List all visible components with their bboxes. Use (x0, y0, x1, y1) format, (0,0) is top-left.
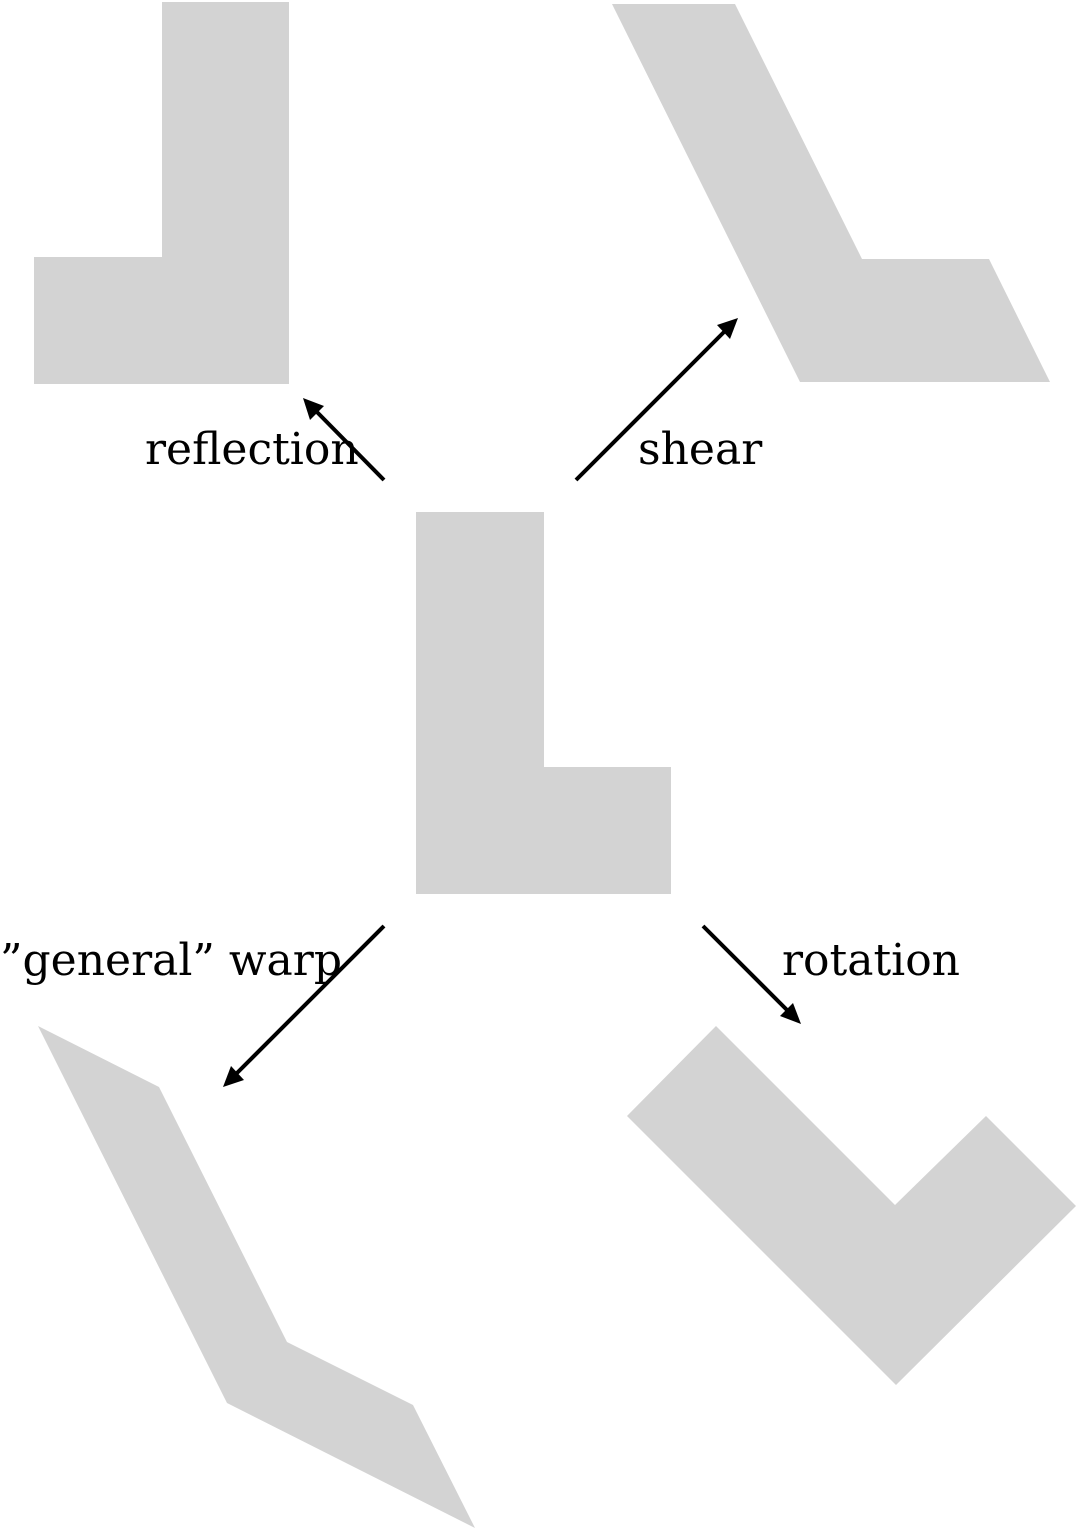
general-warp-label: ”general” warp (0, 935, 342, 986)
general-warp-arrow (223, 924, 386, 1087)
reflection-label: reflection (145, 424, 359, 475)
sheared-l-shape (612, 4, 1050, 382)
reflection-arrow (303, 398, 386, 482)
shear-label: shear (638, 424, 763, 475)
rotation-arrow-shaft (701, 924, 793, 1016)
shear-arrow-head (717, 318, 738, 339)
reflection-arrow-shaft (312, 407, 386, 482)
general-warp-arrow-shaft (231, 924, 386, 1079)
rotation-label: rotation (782, 935, 960, 986)
shear-arrow-shaft (574, 326, 730, 482)
reflection-arrow-head (303, 398, 324, 420)
warped-l-shape (38, 1026, 475, 1528)
rotation-arrow-head (780, 1003, 801, 1024)
original-l-shape (416, 512, 671, 894)
shear-arrow (574, 318, 738, 482)
rotated-l-shape (627, 1026, 1076, 1385)
reflected-l-shape (34, 2, 289, 384)
general-warp-arrow-head (223, 1066, 244, 1087)
rotation-arrow (701, 924, 801, 1024)
